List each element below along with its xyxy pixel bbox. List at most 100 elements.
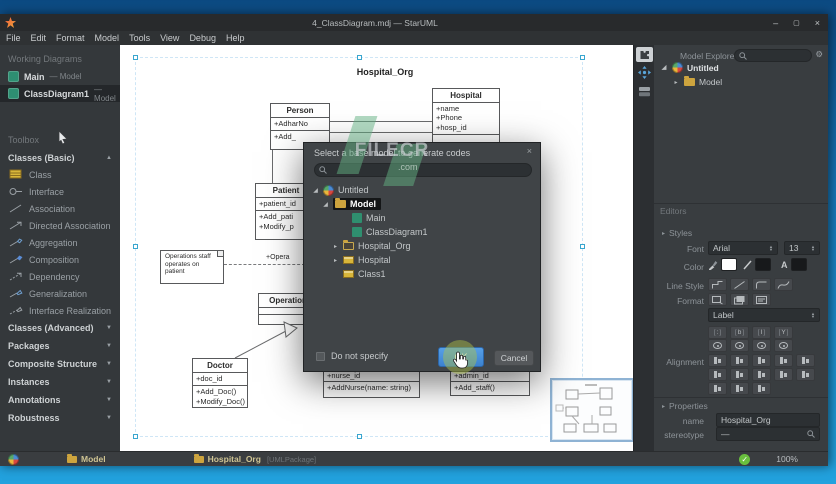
menu-debug[interactable]: Debug — [189, 33, 216, 43]
font-select[interactable]: Arial ▲▼ — [708, 241, 778, 255]
space-equally-vertical-button[interactable] — [752, 368, 771, 381]
breadcrumb-model[interactable]: Model — [67, 453, 106, 464]
menu-format[interactable]: Format — [56, 33, 85, 43]
generalization-arrow[interactable] — [220, 317, 310, 363]
bring-to-front-button[interactable] — [708, 382, 727, 395]
stereotype-display-select[interactable]: Label ▲▼ — [708, 308, 820, 322]
expand-closed-icon[interactable]: ▸ — [333, 257, 337, 264]
explorer-search-input[interactable] — [750, 50, 807, 61]
format-auto-resize-button[interactable] — [708, 293, 727, 306]
checkbox[interactable] — [316, 351, 325, 361]
fill-color-swatch[interactable] — [721, 258, 737, 271]
selection-handle[interactable] — [133, 55, 138, 60]
menu-view[interactable]: View — [160, 33, 180, 43]
selection-handle[interactable] — [580, 244, 585, 249]
minimap[interactable] — [550, 378, 633, 442]
space-equally-horizontal-button[interactable] — [730, 368, 749, 381]
show-type-button[interactable]: Y — [774, 326, 793, 339]
set-equal-size-button[interactable] — [752, 382, 771, 395]
expand-open-icon[interactable]: ◢ — [661, 65, 667, 71]
stereotype-field[interactable]: — — [716, 427, 820, 441]
toolbox-item-directed-association[interactable]: Directed Association — [0, 217, 120, 234]
show-property-button[interactable]: I — [752, 326, 771, 339]
toolbox-item-interface[interactable]: Interface — [0, 183, 120, 200]
suppress-receptions-button[interactable] — [752, 339, 771, 352]
format-word-wrap-button[interactable] — [752, 293, 771, 306]
extensions-button[interactable] — [636, 47, 653, 62]
toolbox-item-interface-realization[interactable]: Interface Realization — [0, 302, 120, 319]
line-style-rectilinear-button[interactable] — [708, 278, 727, 291]
show-operation-signature-button[interactable] — [774, 339, 793, 352]
stepper-up-icon[interactable]: ▲ — [811, 243, 815, 249]
align-middle-button[interactable] — [796, 354, 815, 367]
show-namespace-button[interactable]: b — [730, 326, 749, 339]
stepper-up-icon[interactable]: ▲ — [769, 243, 773, 249]
selection-handle[interactable] — [133, 244, 138, 249]
toolbox-item-composition[interactable]: Composition — [0, 251, 120, 268]
zoom-level[interactable]: 100% — [776, 454, 798, 464]
tree-item-model[interactable]: ◢ Model — [310, 197, 534, 211]
selection-handle[interactable] — [133, 434, 138, 439]
line-style-curve-button[interactable] — [774, 278, 793, 291]
tree-item-classdiagram1[interactable]: ClassDiagram1 — [310, 225, 534, 239]
align-center-button[interactable] — [730, 354, 749, 367]
association-line[interactable] — [272, 150, 273, 183]
class-doctor[interactable]: Doctor +doc_id +Add_Doc() +Modify_Doc() — [192, 358, 248, 408]
stepper-down-icon[interactable]: ▼ — [811, 314, 815, 319]
toolbox-item-dependency[interactable]: Dependency — [0, 268, 120, 285]
properties-section-header[interactable]: ▸ Properties — [662, 401, 708, 411]
validation-check-icon[interactable]: ✓ — [739, 453, 751, 465]
explorer-item-untitled[interactable]: ◢ Untitled — [661, 62, 719, 73]
toolbox-section-instances[interactable]: Instances ▼ — [8, 377, 112, 387]
stepper-up-icon[interactable]: ▲ — [811, 310, 815, 316]
suppress-attributes-button[interactable] — [708, 339, 727, 352]
association-line[interactable] — [330, 132, 432, 133]
toolbox-section-annotations[interactable]: Annotations ▼ — [8, 395, 112, 405]
stepper-down-icon[interactable]: ▼ — [811, 247, 815, 252]
minimize-button[interactable]: – — [773, 17, 779, 28]
explorer-settings-button[interactable]: ⚙ — [815, 49, 823, 59]
navigate-button[interactable] — [638, 66, 651, 79]
toolbox-item-generalization[interactable]: Generalization — [0, 285, 120, 302]
toolbox-section-classes-advanced[interactable]: Classes (Advanced) ▼ — [8, 323, 112, 333]
cancel-button[interactable]: Cancel — [494, 350, 534, 366]
diagram-canvas[interactable]: Hospital_Org Person +AdharNo +Add_ Hospi… — [120, 45, 633, 451]
align-bottom-button[interactable] — [708, 368, 727, 381]
send-to-back-button[interactable] — [730, 382, 749, 395]
tree-item-hospital-org[interactable]: ▸ Hospital_Org — [333, 240, 411, 251]
tree-item-main[interactable]: Main — [310, 211, 534, 225]
dialog-search-input[interactable] — [330, 165, 527, 175]
line-style-oblique-button[interactable] — [730, 278, 749, 291]
expand-closed-icon[interactable]: ▸ — [333, 243, 337, 250]
close-button[interactable]: × — [814, 17, 820, 28]
menu-model[interactable]: Model — [94, 33, 120, 43]
toolbox-item-aggregation[interactable]: Aggregation — [0, 234, 120, 251]
menu-file[interactable]: File — [6, 33, 21, 43]
line-style-roundrect-button[interactable] — [752, 278, 771, 291]
dialog-search[interactable] — [314, 163, 532, 177]
menu-edit[interactable]: Edit — [30, 33, 47, 43]
explorer-item-model[interactable]: ▸ Model — [672, 76, 722, 87]
toolbox-section-packages[interactable]: Packages ▼ — [8, 341, 112, 351]
expand-open-icon[interactable]: ◢ — [323, 201, 328, 208]
expand-open-icon[interactable]: ◢ — [313, 187, 318, 194]
show-visibility-button[interactable]: : — [708, 326, 727, 339]
menu-help[interactable]: Help — [225, 33, 245, 43]
working-diagram-classdiagram1[interactable]: ClassDiagram1 — Model — [0, 85, 120, 103]
selection-handle[interactable] — [357, 55, 362, 60]
font-color-swatch[interactable] — [790, 258, 807, 271]
selection-handle[interactable] — [357, 434, 362, 439]
tree-item-untitled[interactable]: ◢ Untitled — [313, 184, 369, 196]
do-not-specify-option[interactable]: Do not specify — [316, 351, 388, 361]
set-equal-width-button[interactable] — [774, 368, 793, 381]
tree-item-hospital[interactable]: ▸ Hospital — [333, 255, 391, 265]
format-shadow-button[interactable] — [730, 293, 749, 306]
font-size-select[interactable]: 13 ▲▼ — [784, 241, 820, 255]
note-link-line[interactable] — [224, 264, 305, 265]
stepper-down-icon[interactable]: ▼ — [769, 247, 773, 252]
align-top-button[interactable] — [774, 354, 793, 367]
suppress-operations-button[interactable] — [730, 339, 749, 352]
name-input[interactable] — [716, 413, 820, 427]
note-operations[interactable]: Operations staff operates on patient — [160, 250, 224, 284]
maximize-button[interactable]: ▢ — [793, 19, 800, 27]
